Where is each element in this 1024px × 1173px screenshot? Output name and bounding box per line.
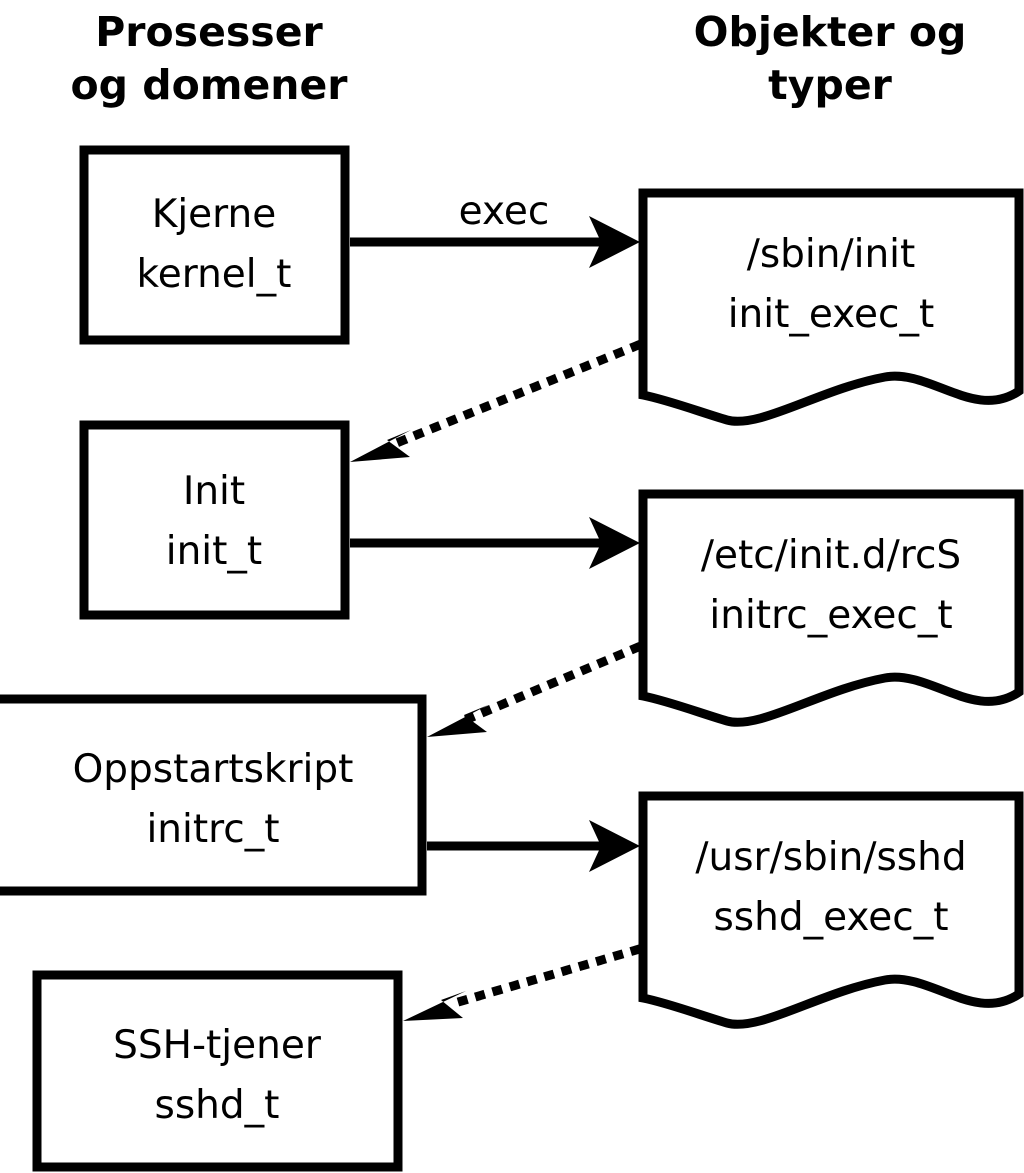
edge-transition-init-exec-to-init [350, 340, 642, 462]
node-type: kernel_t [137, 252, 292, 297]
node-type: sshd_t [155, 1083, 280, 1128]
arrow-head-left [350, 430, 411, 462]
edge-line [388, 340, 642, 450]
node-process-sshd[interactable]: SSH-tjener sshd_t [32, 970, 403, 1172]
header-right-line2: typer [768, 61, 892, 109]
node-process-initrc[interactable]: Oppstartskript initrc_t [0, 694, 427, 896]
header-right-line1: Objekter og [694, 8, 967, 56]
object-type: sshd_exec_t [713, 895, 948, 940]
header-left-line2: og domener [70, 61, 348, 109]
object-type: init_exec_t [728, 292, 935, 337]
node-title: Oppstartskript [73, 747, 354, 792]
node-title: SSH-tjener [113, 1023, 322, 1068]
column-header-objects: Objekter og typer [694, 8, 967, 109]
node-type: init_t [166, 529, 262, 574]
edge-transition-initrc-exec-to-initrc [427, 642, 642, 737]
arrow-head-right [589, 517, 640, 569]
object-type: initrc_exec_t [709, 593, 952, 638]
node-object-sshd-exec[interactable]: /usr/sbin/sshd sshd_exec_t [638, 791, 1024, 1029]
object-path: /sbin/init [747, 232, 916, 277]
document-shape [638, 791, 1024, 1029]
arrow-head-left [403, 991, 466, 1021]
node-process-kernel[interactable]: Kjerne kernel_t [79, 145, 350, 345]
arrow-head-right [589, 216, 640, 268]
document-shape [638, 188, 1024, 426]
edge-exec-kernel-to-init-exec: exec [350, 189, 640, 268]
node-box [79, 145, 350, 345]
node-process-init[interactable]: Init init_t [79, 420, 350, 620]
node-object-initrc-exec[interactable]: /etc/init.d/rcS initrc_exec_t [638, 489, 1024, 727]
node-title: Kjerne [152, 192, 276, 237]
node-box [32, 970, 403, 1172]
object-path: /etc/init.d/rcS [701, 533, 961, 578]
header-left-line1: Prosesser [95, 8, 323, 56]
document-shape [638, 489, 1024, 727]
edge-exec-init-to-initrc-exec [350, 517, 640, 569]
node-type: initrc_t [146, 807, 279, 852]
node-title: Init [183, 469, 245, 514]
edge-label-exec: exec [459, 189, 550, 234]
node-object-init-exec[interactable]: /sbin/init init_exec_t [638, 188, 1024, 426]
object-path: /usr/sbin/sshd [695, 835, 966, 880]
arrow-head-right [589, 820, 640, 872]
column-header-processes: Prosesser og domener [70, 8, 348, 109]
edge-exec-initrc-to-sshd-exec [427, 820, 640, 872]
node-box [79, 420, 350, 620]
edge-transition-sshd-exec-to-sshd [403, 944, 642, 1021]
edge-line [464, 642, 642, 724]
node-box [0, 694, 427, 896]
edge-line [442, 944, 642, 1011]
arrow-head-left [427, 705, 488, 737]
